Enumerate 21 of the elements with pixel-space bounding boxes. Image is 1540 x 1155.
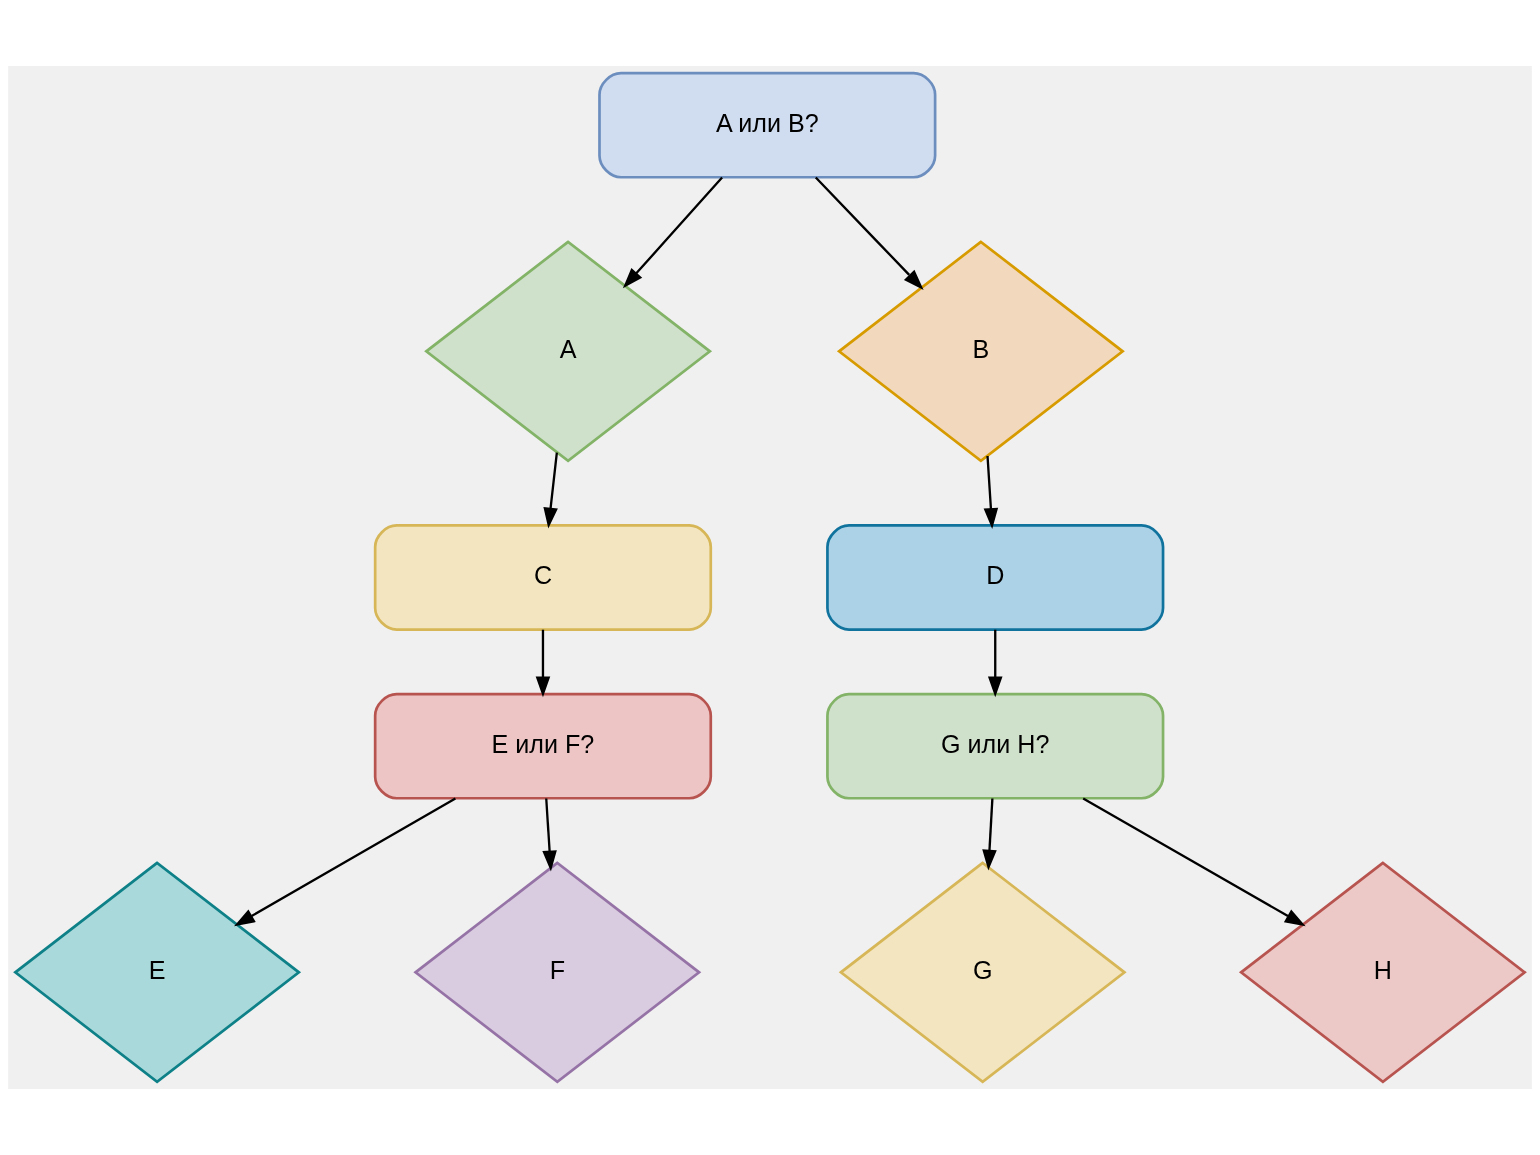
arrow bbox=[622, 176, 723, 289]
arrow bbox=[982, 798, 997, 871]
node-box: C bbox=[373, 524, 713, 631]
node-box: G или H? bbox=[826, 692, 1165, 800]
arrow bbox=[814, 176, 924, 290]
node-box: D bbox=[826, 524, 1165, 631]
arrow bbox=[234, 797, 456, 927]
node-diamond: F bbox=[413, 861, 702, 1084]
node-diamond: A bbox=[424, 240, 713, 463]
arrow bbox=[983, 455, 999, 529]
node-diamond: B bbox=[836, 240, 1125, 463]
node-diamond: E bbox=[13, 861, 302, 1084]
arrow bbox=[543, 452, 558, 529]
node-box: E или F? bbox=[373, 692, 713, 800]
node-diamond: H bbox=[1238, 861, 1527, 1084]
arrow bbox=[535, 629, 551, 698]
arrow bbox=[542, 798, 557, 872]
node-diamond: G bbox=[838, 861, 1127, 1084]
arrow bbox=[1082, 797, 1306, 927]
arrow bbox=[987, 629, 1003, 698]
node-box: A или B? bbox=[598, 71, 937, 179]
